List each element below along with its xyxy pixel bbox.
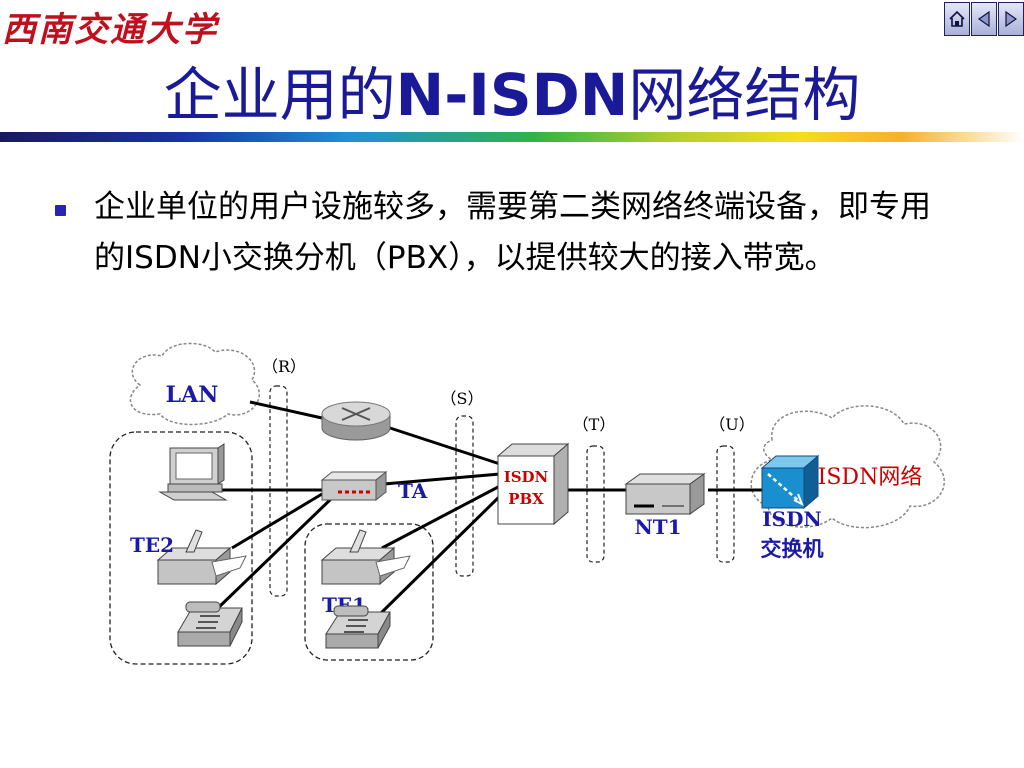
reference-point-t-label: （T） — [573, 415, 616, 434]
reference-point-s-label: （S） — [441, 389, 484, 408]
router-icon — [321, 401, 391, 441]
next-arrow-icon — [1005, 10, 1018, 28]
link-te2phone-ta — [216, 496, 334, 610]
terminal-adapter-icon — [320, 470, 388, 502]
link-te1phone-pbx — [378, 494, 502, 616]
link-te2fax-ta — [231, 492, 323, 550]
slide-title: 企业用的N-ISDN网络结构 — [0, 60, 1024, 130]
isdn-network-label: ISDN网络 — [818, 465, 923, 490]
lan-label: LAN — [166, 382, 219, 408]
lan-cloud — [129, 342, 260, 426]
home-icon — [949, 10, 965, 27]
next-slide-button[interactable] — [998, 2, 1024, 36]
connection-lines — [216, 400, 770, 616]
title-bold: N-ISDN — [395, 61, 629, 129]
university-logo: 西南交通大学 — [2, 10, 218, 50]
computer-icon — [158, 443, 228, 501]
reference-point-u-box — [716, 445, 735, 563]
reference-point-u-label: （U） — [709, 415, 755, 434]
reference-point-t-box — [586, 445, 605, 563]
nt1-label: NT1 — [634, 515, 681, 539]
bullet-icon — [55, 205, 66, 216]
switch-label-line1: ISDN — [762, 507, 821, 531]
isdn-switch-icon — [760, 454, 820, 510]
link-ta-pbx — [383, 472, 501, 486]
link-te1fax-pbx — [381, 484, 501, 550]
home-button[interactable] — [944, 2, 970, 36]
title-divider-bar — [0, 132, 1024, 142]
bullet-text: 企业单位的用户设施较多，需要第二类网络终端设备，即专用的ISDN小交换分机（PB… — [94, 189, 931, 276]
te1-fax-icon — [320, 529, 411, 586]
te2-group-region — [109, 431, 253, 665]
pbx-label-line2: PBX — [508, 490, 544, 508]
te1-group-region — [304, 523, 434, 661]
te2-label: TE2 — [130, 533, 174, 557]
reference-point-r-label: （R） — [262, 357, 306, 376]
ta-label: TA — [398, 479, 428, 503]
te2-phone-icon — [177, 601, 243, 647]
pbx-label-line1: ISDN — [504, 468, 549, 486]
nt1-icon — [624, 473, 706, 515]
switch-label-line2: 交换机 — [761, 537, 824, 561]
slide-navigation — [944, 2, 1024, 36]
link-lan-router — [249, 400, 323, 420]
te2-fax-icon — [156, 529, 247, 586]
previous-slide-button[interactable] — [971, 2, 997, 36]
link-router-pbx — [389, 426, 501, 466]
previous-arrow-icon — [977, 10, 990, 28]
reference-point-s-box — [455, 415, 474, 577]
title-prefix: 企业用的 — [163, 61, 396, 129]
isdn-pbx-icon — [496, 442, 570, 526]
te1-phone-icon — [325, 605, 391, 649]
title-suffix: 网络结构 — [628, 61, 861, 129]
